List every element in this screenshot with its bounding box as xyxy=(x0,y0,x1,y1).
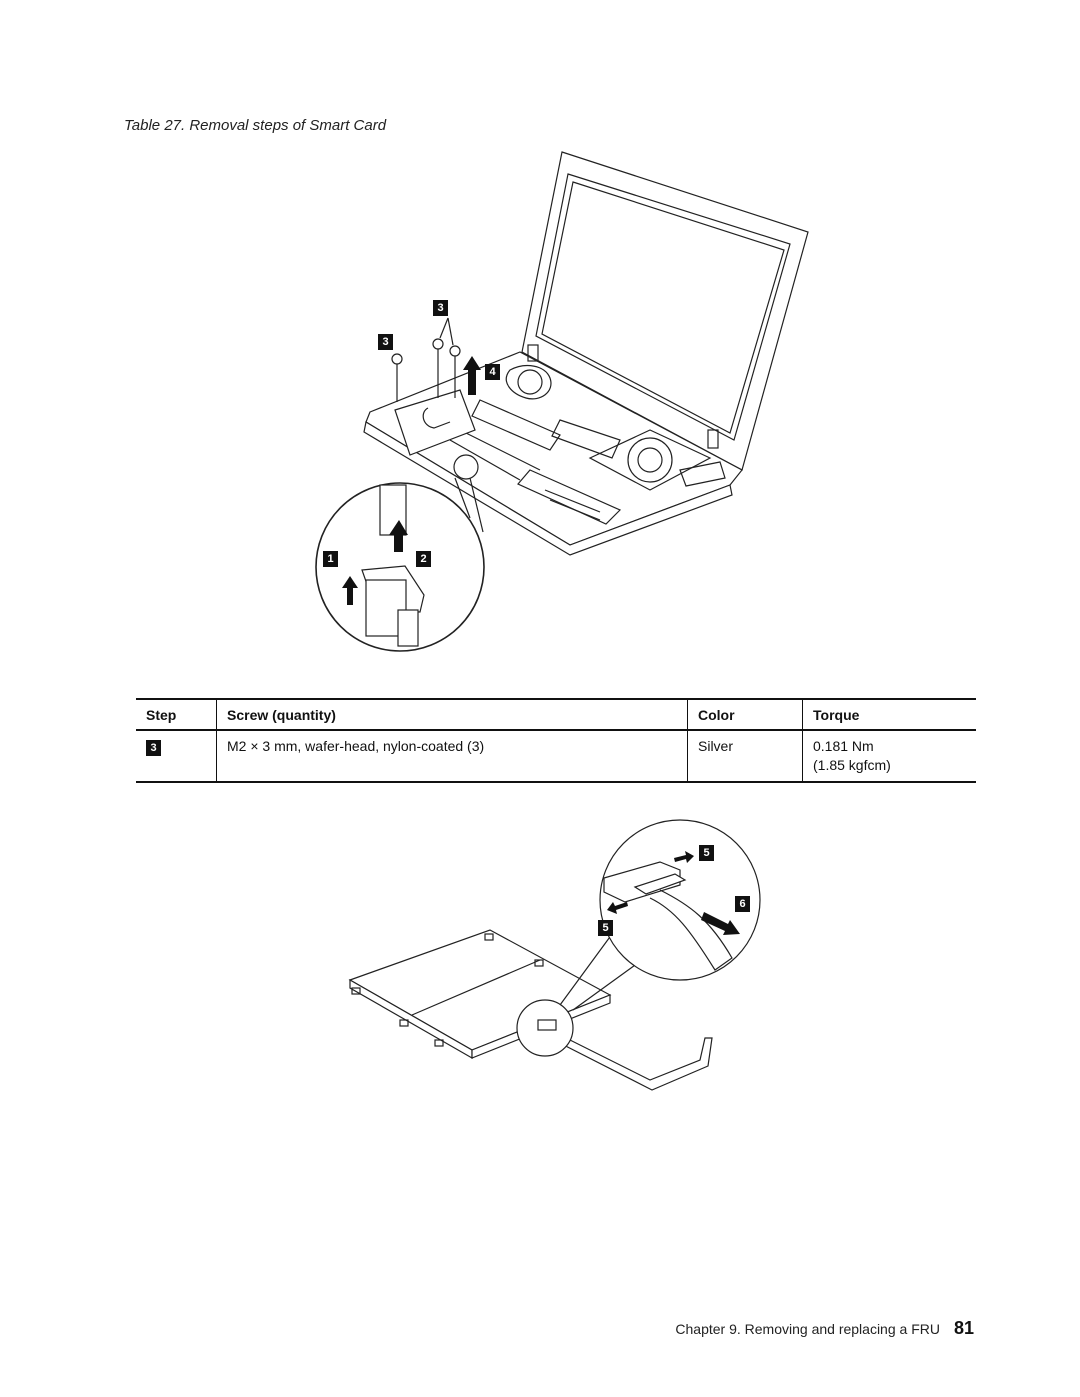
callout-3-left: 3 xyxy=(378,334,393,350)
torque-kgfcm: (1.85 kgfcm) xyxy=(813,757,891,773)
laptop-removal-figure: 3 3 4 1 2 xyxy=(300,140,820,670)
callout-2: 2 xyxy=(416,551,431,567)
callout-1: 1 xyxy=(323,551,338,567)
table-header-row: Step Screw (quantity) Color Torque xyxy=(136,698,976,731)
callout-3-right: 3 xyxy=(433,300,448,316)
table-caption: Table 27. Removal steps of Smart Card xyxy=(124,117,387,134)
page-footer: Chapter 9. Removing and replacing a FRU … xyxy=(675,1318,974,1339)
callout-5-bottom: 5 xyxy=(598,920,613,936)
page-number: 81 xyxy=(953,1318,974,1338)
torque-cell: 0.181 Nm (1.85 kgfcm) xyxy=(802,730,976,783)
laptop-illustration xyxy=(315,151,809,652)
step-badge: 3 xyxy=(146,740,161,756)
smart-card-illustration xyxy=(348,819,761,1091)
callout-6: 6 xyxy=(735,896,750,912)
header-color: Color xyxy=(687,698,803,731)
chapter-title: Chapter 9. Removing and replacing a FRU xyxy=(675,1321,940,1337)
callout-5-top: 5 xyxy=(699,845,714,861)
callout-4: 4 xyxy=(485,364,500,380)
torque-nm: 0.181 Nm xyxy=(813,738,874,754)
step-cell: 3 xyxy=(136,730,217,783)
screw-table: Step Screw (quantity) Color Torque 3 M2 … xyxy=(136,698,976,783)
header-screw: Screw (quantity) xyxy=(216,698,688,731)
screw-cell: M2 × 3 mm, wafer-head, nylon-coated (3) xyxy=(216,730,688,783)
table-row: 3 M2 × 3 mm, wafer-head, nylon-coated (3… xyxy=(136,730,976,783)
smart-card-cable-figure: 5 6 5 xyxy=(330,810,770,1110)
header-torque: Torque xyxy=(802,698,976,731)
color-cell: Silver xyxy=(687,730,803,783)
header-step: Step xyxy=(136,698,217,731)
